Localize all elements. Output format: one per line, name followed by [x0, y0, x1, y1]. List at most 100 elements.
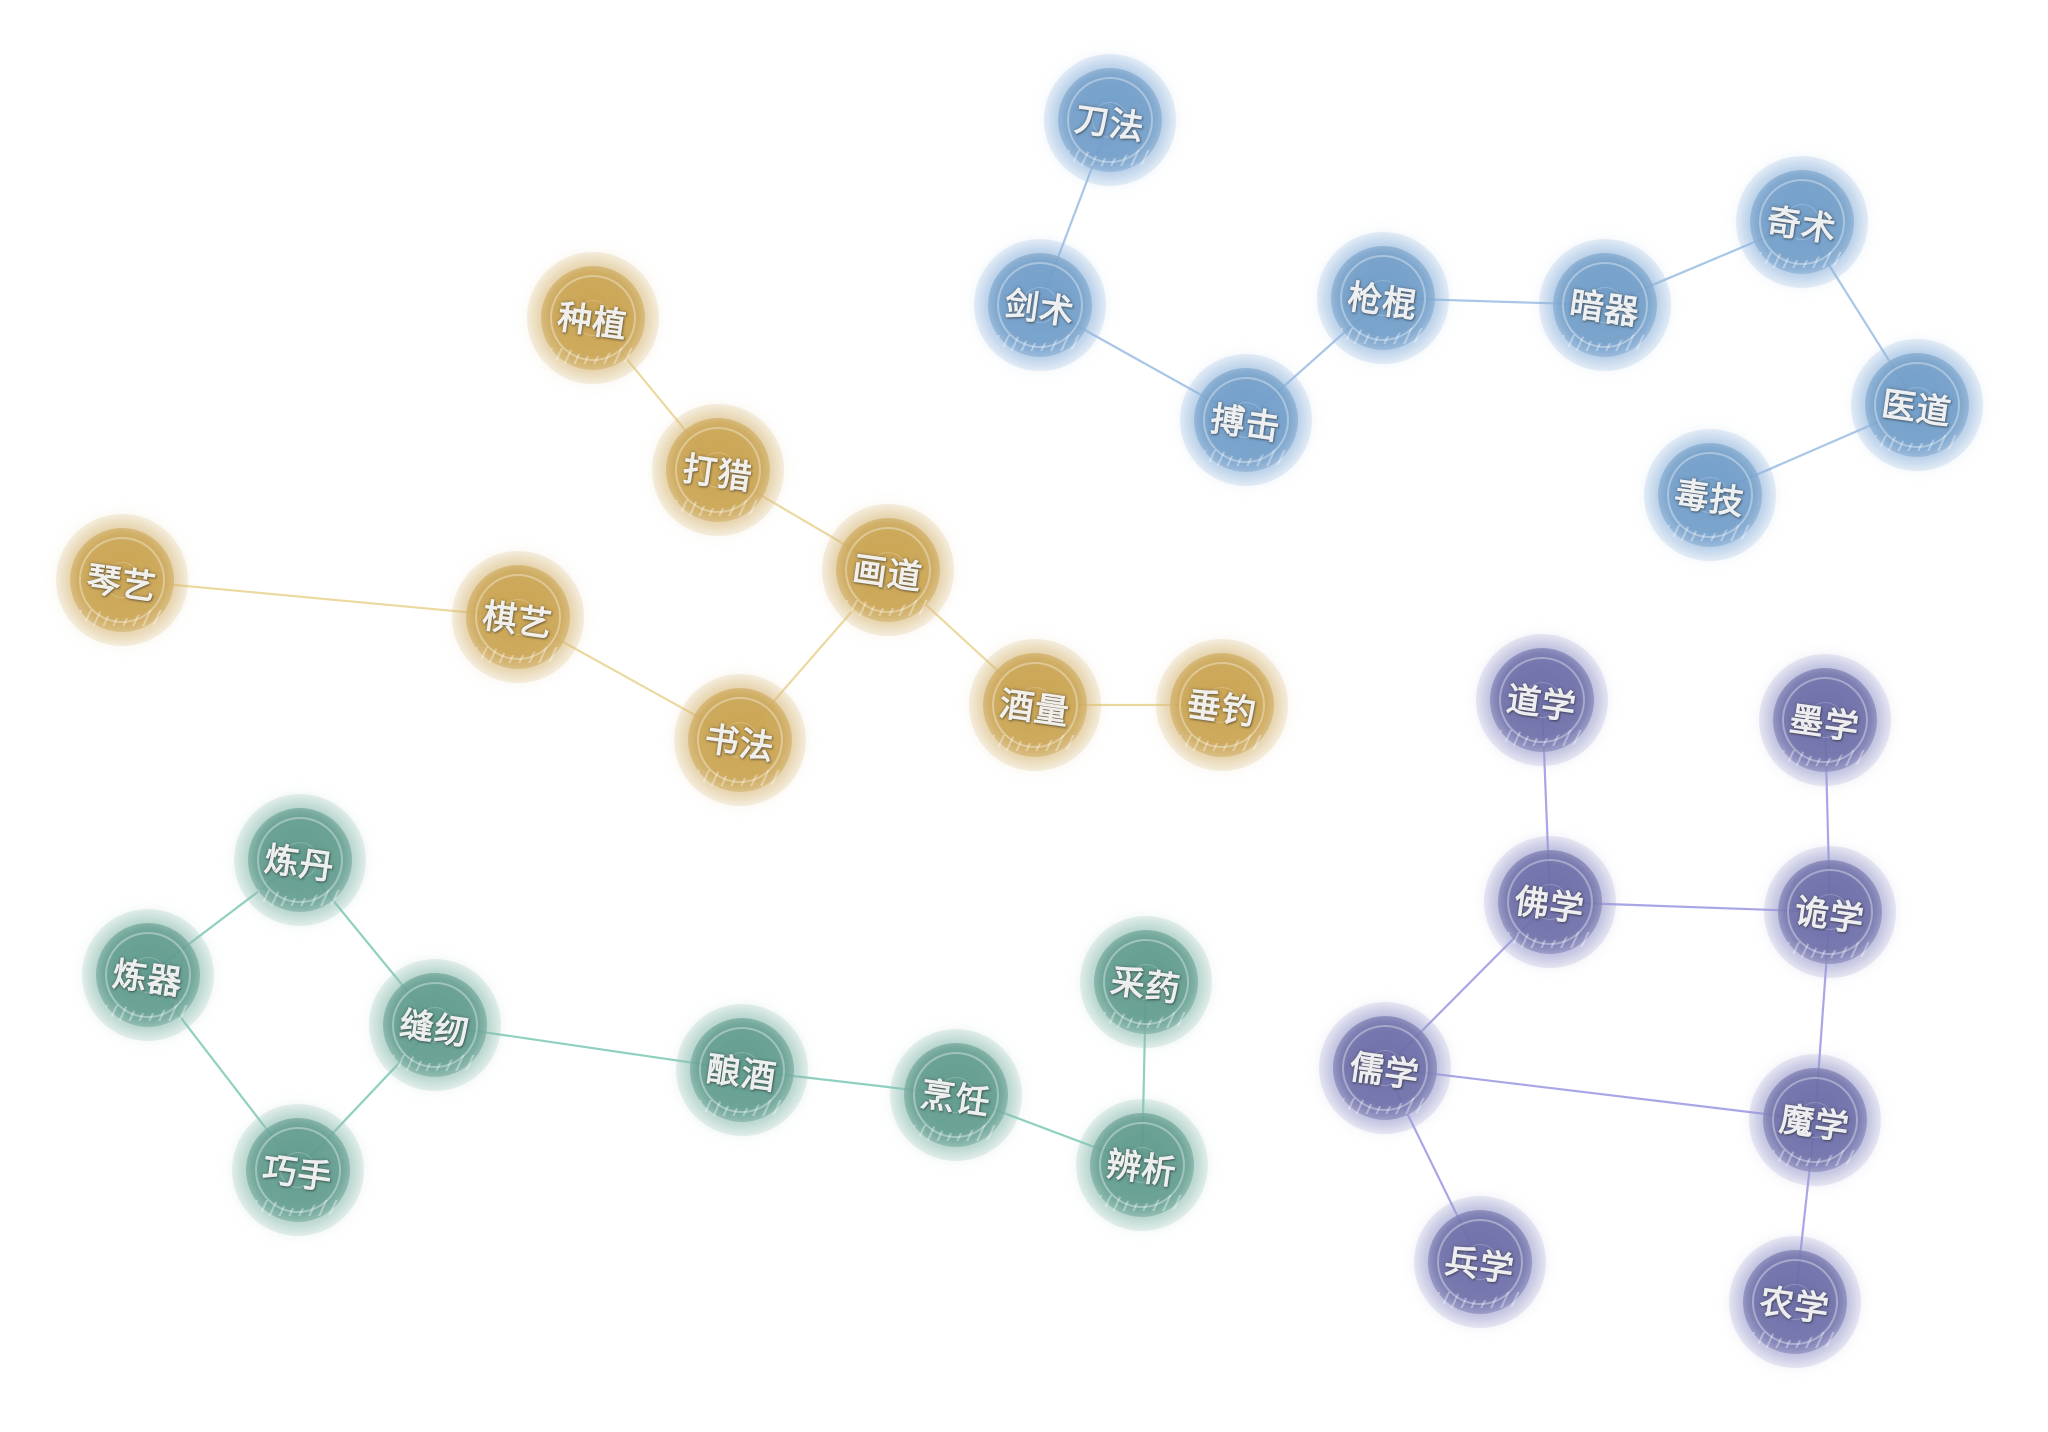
- skill-label: 炼丹: [262, 838, 337, 889]
- skill-label: 道学: [1504, 678, 1579, 729]
- skill-label: 琴艺: [84, 558, 159, 609]
- node-ring: [699, 1027, 785, 1113]
- node-wave-ornament: [106, 1005, 190, 1021]
- skill-label: 刀法: [1072, 98, 1147, 149]
- skill-node-qishu[interactable]: 奇术: [1736, 156, 1868, 288]
- skill-node-huadao[interactable]: 画道: [822, 504, 954, 636]
- node-inner-ring: [1524, 682, 1560, 718]
- skill-node-bianxi[interactable]: 辨析: [1076, 1099, 1208, 1231]
- node-ring: [675, 427, 761, 513]
- node-ring: [1067, 77, 1153, 163]
- skill-label: 墨学: [1787, 698, 1862, 749]
- node-inner-ring: [1124, 1147, 1160, 1183]
- node-ring: [1499, 657, 1585, 743]
- skill-node-nongxue[interactable]: 农学: [1729, 1236, 1861, 1368]
- node-inner-ring: [1784, 204, 1820, 240]
- skill-node-qianggun[interactable]: 枪棍: [1317, 232, 1449, 364]
- node-inner-ring: [1128, 964, 1164, 1000]
- node-inner-ring: [1587, 287, 1623, 323]
- node-ring: [1874, 362, 1960, 448]
- skill-node-qinyi[interactable]: 琴艺: [56, 514, 188, 646]
- skill-node-zhongzhi[interactable]: 种植: [527, 252, 659, 384]
- node-inner-ring: [1367, 1050, 1403, 1086]
- skill-node-yidao[interactable]: 医道: [1851, 339, 1983, 471]
- node-wave-ornament: [1760, 252, 1844, 268]
- skill-node-duji[interactable]: 毒技: [1644, 429, 1776, 561]
- node-ring: [79, 537, 165, 623]
- node-inner-ring: [1017, 687, 1053, 723]
- node-inner-ring: [417, 1007, 453, 1043]
- skill-node-daoxue[interactable]: 道学: [1476, 634, 1608, 766]
- skill-node-pengren[interactable]: 烹饪: [890, 1029, 1022, 1161]
- skill-node-shufa[interactable]: 书法: [674, 674, 806, 806]
- skill-node-anqi[interactable]: 暗器: [1539, 239, 1671, 371]
- skill-label: 诡学: [1792, 890, 1867, 941]
- node-wave-ornament: [1563, 335, 1647, 351]
- node-wave-ornament: [1668, 525, 1752, 541]
- skill-label: 暗器: [1567, 283, 1642, 334]
- connection-line-ruxue-moxue2: [1383, 1066, 1817, 1122]
- node-inner-ring: [1899, 387, 1935, 423]
- skill-node-moxue[interactable]: 墨学: [1759, 654, 1891, 786]
- skill-node-foxue[interactable]: 佛学: [1484, 836, 1616, 968]
- node-inner-ring: [1807, 702, 1843, 738]
- skill-label: 辨析: [1104, 1143, 1179, 1194]
- skill-node-qiaoshou[interactable]: 巧手: [232, 1104, 364, 1236]
- skill-node-guixue[interactable]: 诡学: [1764, 846, 1896, 978]
- skill-node-dalie[interactable]: 打猎: [652, 404, 784, 536]
- skill-label: 搏击: [1208, 398, 1283, 449]
- node-inner-ring: [700, 452, 736, 488]
- skill-label: 棋艺: [480, 595, 555, 646]
- node-wave-ornament: [1783, 750, 1867, 766]
- skill-label: 农学: [1757, 1280, 1832, 1331]
- node-ring: [997, 262, 1083, 348]
- node-inner-ring: [938, 1077, 974, 1113]
- node-inner-ring: [280, 1152, 316, 1188]
- node-ring: [1103, 939, 1189, 1025]
- node-inner-ring: [1092, 102, 1128, 138]
- node-inner-ring: [1022, 287, 1058, 323]
- node-wave-ornament: [1438, 1292, 1522, 1308]
- skill-node-moxue2[interactable]: 魔学: [1749, 1054, 1881, 1186]
- skill-node-ruxue[interactable]: 儒学: [1319, 1002, 1451, 1134]
- node-inner-ring: [1812, 894, 1848, 930]
- node-wave-ornament: [1788, 942, 1872, 958]
- node-wave-ornament: [1508, 932, 1592, 948]
- skill-node-lianqi[interactable]: 炼器: [82, 909, 214, 1041]
- skill-label: 书法: [702, 718, 777, 769]
- skill-node-liandan[interactable]: 炼丹: [234, 794, 366, 926]
- skill-node-qiyi[interactable]: 棋艺: [452, 551, 584, 683]
- node-wave-ornament: [1875, 435, 1959, 451]
- node-ring: [1437, 1219, 1523, 1305]
- node-ring: [1562, 262, 1648, 348]
- skill-label: 缝纫: [397, 1003, 472, 1054]
- skill-node-fengren[interactable]: 缝纫: [369, 959, 501, 1091]
- skill-node-chuidiao[interactable]: 垂钓: [1156, 639, 1288, 771]
- skill-label: 酒量: [997, 683, 1072, 734]
- node-wave-ornament: [698, 770, 782, 786]
- node-wave-ornament: [998, 335, 1082, 351]
- skill-node-daofa[interactable]: 刀法: [1044, 54, 1176, 186]
- skill-node-boji[interactable]: 搏击: [1180, 354, 1312, 486]
- skill-node-jiuliang[interactable]: 酒量: [969, 639, 1101, 771]
- skill-node-jianshu[interactable]: 剑术: [974, 239, 1106, 371]
- skill-label: 巧手: [260, 1148, 335, 1199]
- node-inner-ring: [1797, 1102, 1833, 1138]
- node-wave-ornament: [256, 1200, 340, 1216]
- skill-node-niangjiu[interactable]: 酿酒: [676, 1004, 808, 1136]
- node-wave-ornament: [1104, 1012, 1188, 1028]
- skill-label: 佛学: [1512, 880, 1587, 931]
- skill-node-caiyao[interactable]: 采药: [1080, 916, 1212, 1048]
- skill-node-bingxue[interactable]: 兵学: [1414, 1196, 1546, 1328]
- node-ring: [1772, 1077, 1858, 1163]
- node-ring: [1342, 1025, 1428, 1111]
- skill-label: 枪棍: [1345, 276, 1420, 327]
- node-inner-ring: [282, 842, 318, 878]
- node-wave-ornament: [476, 647, 560, 663]
- skill-label: 剑术: [1002, 283, 1077, 334]
- node-wave-ornament: [1773, 1150, 1857, 1166]
- skill-label: 毒技: [1672, 473, 1747, 524]
- node-inner-ring: [104, 562, 140, 598]
- node-ring: [1099, 1122, 1185, 1208]
- node-wave-ornament: [993, 735, 1077, 751]
